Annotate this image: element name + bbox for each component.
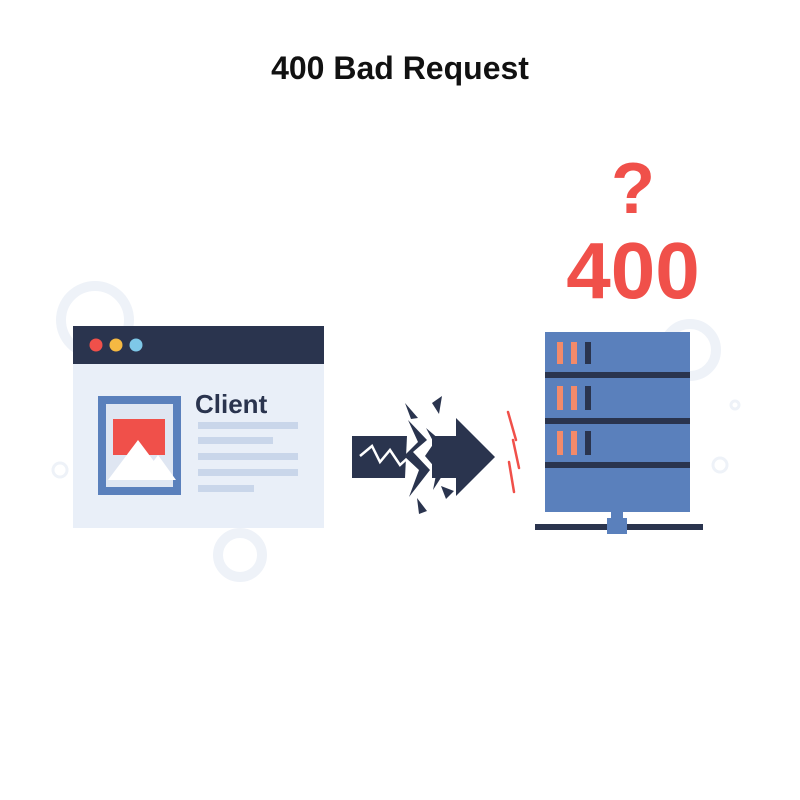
client-label: Client — [195, 389, 268, 419]
status-code: 400 — [566, 226, 699, 315]
page-title: 400 Bad Request — [271, 50, 529, 86]
text-placeholder-lines — [198, 422, 298, 492]
background-dots — [51, 399, 741, 479]
window-minimize-dot — [109, 338, 123, 352]
crack-line — [359, 444, 412, 467]
server-rack-icon — [535, 332, 703, 534]
network-node — [607, 518, 627, 534]
arrow-shard — [417, 498, 427, 514]
question-mark-icon: ? — [611, 149, 655, 229]
window-maximize-dot — [129, 338, 143, 352]
server-divider — [545, 372, 690, 378]
arrow-tail — [352, 436, 407, 478]
arrow-shard — [441, 486, 454, 499]
arrow-fragment — [404, 420, 430, 497]
broken-arrow-icon — [352, 396, 495, 514]
server-divider — [545, 462, 690, 468]
browser-window-icon: Client — [73, 326, 324, 528]
arrow-shard — [432, 396, 442, 414]
image-placeholder-icon — [98, 396, 181, 495]
arrow-head — [432, 418, 495, 496]
server-divider — [545, 418, 690, 424]
arrow-fragment — [425, 428, 444, 490]
impact-lines — [506, 410, 521, 494]
server-status-lights — [557, 342, 591, 455]
arrow-shard — [405, 403, 418, 419]
window-close-dot — [89, 338, 103, 352]
